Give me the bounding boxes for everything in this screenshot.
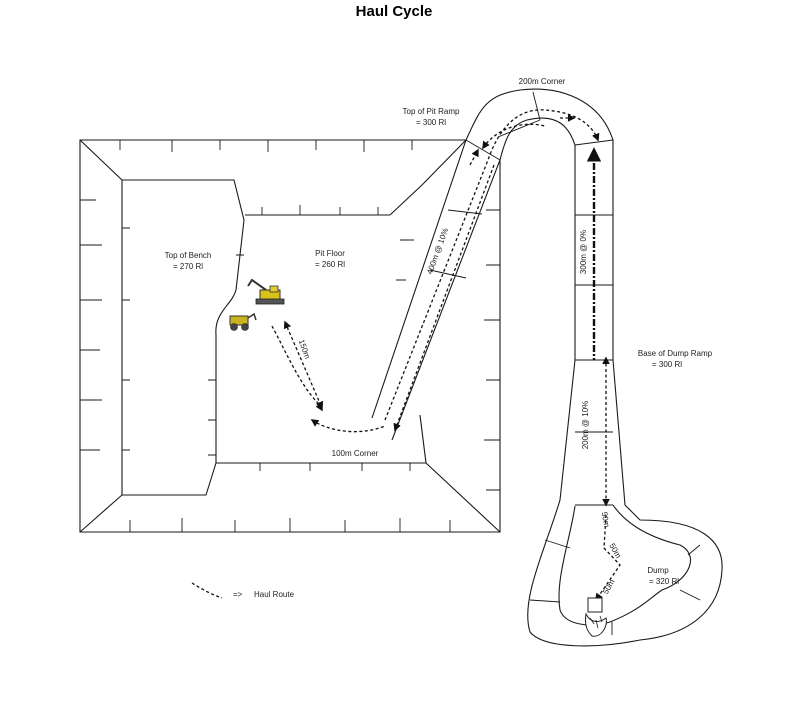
- excavator-icon: [247, 278, 285, 305]
- route-ramp-down: [482, 123, 546, 150]
- pit-slope-ticks: [80, 140, 500, 532]
- label-top-of-bench: Top of Bench: [165, 251, 212, 260]
- pit-ramp-left-edge: [371, 88, 614, 419]
- pit-corner-lines: [79, 139, 501, 533]
- label-50m-b: 50m: [607, 542, 623, 560]
- label-50m-a: 50m: [600, 511, 612, 528]
- loader-icon: [229, 312, 257, 331]
- legend-text: Haul Route: [254, 590, 295, 599]
- dump-ramp-segment-lines: [529, 431, 701, 635]
- label-150m: 150m: [297, 338, 312, 360]
- label-200m: 200m @ 10%: [581, 401, 590, 450]
- dump-ramp-edges: [527, 359, 723, 647]
- route-100m-corner: [310, 419, 386, 433]
- route-pit-floor: [271, 325, 323, 412]
- label-50m-c: 50m: [601, 577, 617, 595]
- label-top-of-pit-ramp-rl: = 300 Rl: [416, 118, 446, 127]
- label-base-of-dump-ramp: Base of Dump Ramp: [638, 349, 713, 358]
- label-top-of-bench-rl: = 270 Rl: [173, 262, 203, 271]
- label-300m: 300m @ 0%: [579, 230, 588, 274]
- label-top-of-pit-ramp: Top of Pit Ramp: [403, 107, 460, 116]
- route-arrow-ramp-top: [469, 148, 479, 166]
- ramp-segment-lines: [429, 91, 614, 361]
- label-dump-rl: = 320 Rl: [649, 577, 679, 586]
- label-pit-floor: Pit Floor: [315, 249, 345, 258]
- dump-inner-edge: [558, 504, 691, 626]
- haul-route: [271, 109, 621, 602]
- legend: => Haul Route: [191, 582, 295, 599]
- bench-outline: [121, 179, 245, 496]
- pit-ramp-right-edge: [391, 117, 576, 441]
- label-base-of-dump-ramp-rl: = 300 Rl: [652, 360, 682, 369]
- pit: [79, 139, 501, 533]
- legend-route-sample: [191, 582, 223, 599]
- dump-truck-icon: [585, 597, 607, 637]
- haul-road: [371, 88, 723, 647]
- label-pit-floor-rl: = 260 Rl: [315, 260, 345, 269]
- label-100m-corner: 100m Corner: [332, 449, 379, 458]
- diagram-title: Haul Cycle: [355, 3, 433, 20]
- route-150m: [283, 320, 324, 410]
- label-200m-corner: 200m Corner: [519, 77, 566, 86]
- route-dump-50m: [595, 514, 621, 602]
- pit-floor-boundary: [215, 214, 427, 464]
- legend-arrow: =>: [233, 590, 243, 599]
- label-dump: Dump: [647, 566, 669, 575]
